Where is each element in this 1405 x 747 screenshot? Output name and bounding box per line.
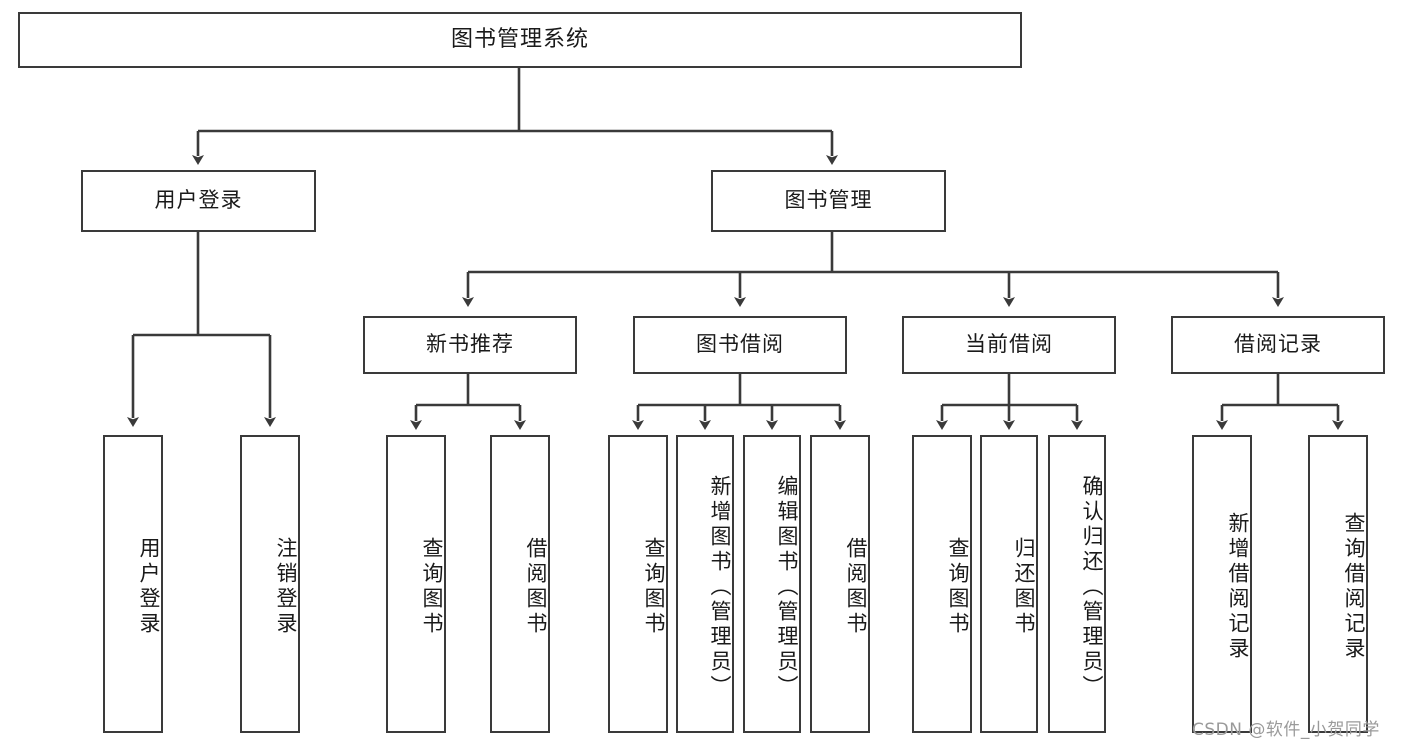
node-borrow-record[interactable]: 借阅记录 (1171, 316, 1385, 374)
node-borrow-record-label: 借阅记录 (1234, 332, 1322, 357)
node-leaf-edit-book[interactable]: 编辑图书（管理员） (743, 435, 801, 733)
node-root[interactable]: 图书管理系统 (18, 12, 1022, 68)
node-root-label: 图书管理系统 (450, 26, 589, 52)
node-leaf-query-book-1-label: 查询图书 (420, 537, 444, 637)
node-leaf-return-book-label: 归还图书 (1012, 537, 1036, 637)
node-leaf-confirm-return[interactable]: 确认归还（管理员） (1048, 435, 1106, 733)
node-book-management[interactable]: 图书管理 (711, 170, 946, 232)
node-leaf-add-record[interactable]: 新增借阅记录 (1192, 435, 1252, 733)
node-book-management-label: 图书管理 (784, 188, 873, 213)
node-leaf-query-book-3[interactable]: 查询图书 (912, 435, 972, 733)
node-leaf-add-record-label: 新增借阅记录 (1226, 512, 1250, 662)
node-leaf-logout-login[interactable]: 注销登录 (240, 435, 300, 733)
node-leaf-edit-book-label: 编辑图书（管理员） (775, 474, 799, 700)
node-leaf-query-book-1[interactable]: 查询图书 (386, 435, 446, 733)
node-book-borrow-label: 图书借阅 (696, 332, 784, 357)
node-new-book-recommend[interactable]: 新书推荐 (363, 316, 577, 374)
node-leaf-query-book-2-label: 查询图书 (642, 537, 666, 637)
node-user-login-label: 用户登录 (154, 188, 243, 213)
node-leaf-borrow-book-1-label: 借阅图书 (524, 537, 548, 637)
node-leaf-return-book[interactable]: 归还图书 (980, 435, 1038, 733)
node-leaf-add-book-label: 新增图书（管理员） (708, 474, 732, 700)
node-user-login[interactable]: 用户登录 (81, 170, 316, 232)
node-current-borrow[interactable]: 当前借阅 (902, 316, 1116, 374)
node-leaf-query-record-label: 查询借阅记录 (1342, 512, 1366, 662)
node-leaf-query-book-3-label: 查询图书 (946, 537, 970, 637)
node-new-book-recommend-label: 新书推荐 (426, 332, 514, 357)
node-leaf-borrow-book-2-label: 借阅图书 (844, 537, 868, 637)
node-leaf-borrow-book-2[interactable]: 借阅图书 (810, 435, 870, 733)
node-leaf-logout-login-label: 注销登录 (274, 537, 298, 637)
node-leaf-query-record[interactable]: 查询借阅记录 (1308, 435, 1368, 733)
node-leaf-add-book[interactable]: 新增图书（管理员） (676, 435, 734, 733)
node-leaf-query-book-2[interactable]: 查询图书 (608, 435, 668, 733)
node-book-borrow[interactable]: 图书借阅 (633, 316, 847, 374)
node-leaf-user-login[interactable]: 用户登录 (103, 435, 163, 733)
watermark-text: CSDN @软件_小贺同学 (1192, 720, 1380, 740)
node-leaf-user-login-label: 用户登录 (137, 537, 161, 637)
node-leaf-borrow-book-1[interactable]: 借阅图书 (490, 435, 550, 733)
node-current-borrow-label: 当前借阅 (965, 332, 1053, 357)
node-leaf-confirm-return-label: 确认归还（管理员） (1080, 474, 1104, 700)
